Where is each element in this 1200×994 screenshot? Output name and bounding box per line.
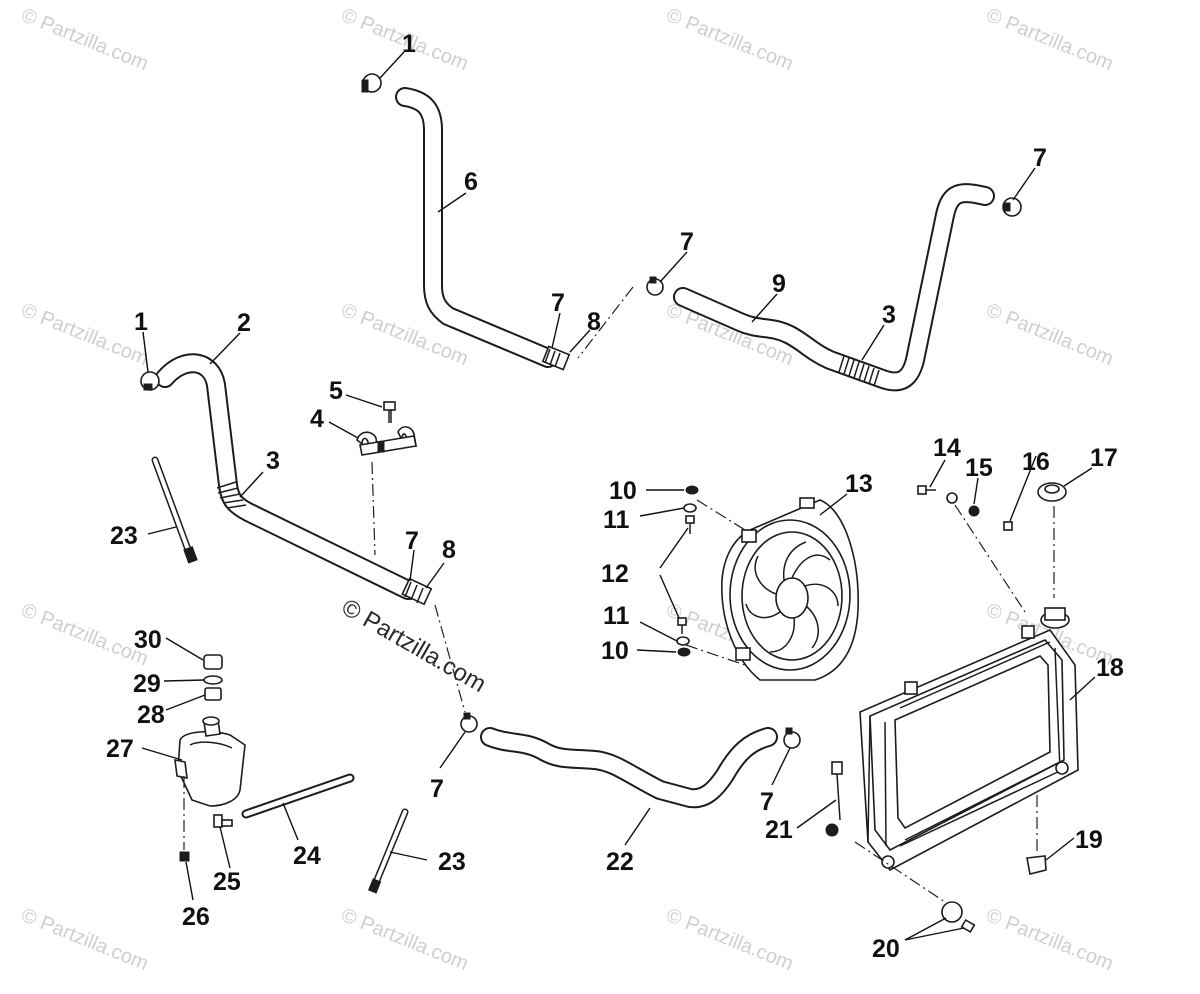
part-label-10: 10: [601, 637, 629, 665]
fan-assembly-13: [721, 497, 859, 681]
part-label-9: 9: [772, 270, 786, 298]
clamp-1-top: [361, 73, 382, 93]
clamp-7: [1002, 197, 1022, 217]
hose-22: [480, 727, 778, 809]
part-label-7: 7: [680, 228, 694, 256]
watermark: © Partzilla.com: [18, 599, 151, 670]
corrugated-section: [216, 481, 247, 509]
part-label-17: 17: [1090, 444, 1118, 472]
clamp-7: [783, 727, 801, 749]
reservoir-cap-30: [203, 654, 223, 670]
part-label-18: 18: [1096, 654, 1124, 682]
part-label-3: 3: [882, 301, 896, 329]
part-label-29: 29: [133, 670, 161, 698]
part-label-4: 4: [310, 405, 324, 433]
part-label-30: 30: [134, 626, 162, 654]
hose-6: [395, 87, 571, 371]
watermark: © Partzilla.com: [663, 904, 796, 975]
hose-9: [673, 183, 995, 392]
watermark: © Partzilla.com: [663, 4, 796, 75]
corrugated-section: [838, 355, 880, 387]
part-label-2: 2: [237, 309, 251, 337]
watermark: © Partzilla.com: [338, 904, 471, 975]
part-label-3: 3: [266, 447, 280, 475]
clamp-1-left: [140, 371, 160, 391]
assembly-lines: [183, 286, 1055, 903]
watermark: © Partzilla.com: [18, 904, 151, 975]
fitting-25: [213, 814, 233, 828]
rod-23-left: [151, 456, 198, 564]
part-label-11: 11: [603, 602, 630, 630]
watermark: © Partzilla.com: [983, 4, 1116, 75]
leader-lines: [141, 51, 1096, 941]
part-label-5: 5: [329, 377, 343, 405]
part-label-7: 7: [1033, 144, 1047, 172]
radiator-cap-17: [1037, 482, 1067, 502]
part-label-27: 27: [106, 735, 134, 763]
part-label-10: 10: [609, 477, 637, 505]
part-label-28: 28: [137, 701, 165, 729]
clamp-7: [646, 276, 664, 296]
part-label-7: 7: [760, 788, 774, 816]
bracket-4: [356, 426, 417, 456]
hose-24: [241, 773, 355, 819]
radiator-18: [859, 607, 1079, 872]
watermark: © Partzilla.com: [18, 4, 151, 75]
part-label-24: 24: [293, 842, 321, 870]
watermark: © Partzilla.com: [983, 299, 1116, 370]
part-label-21: 21: [765, 816, 793, 844]
hose-2: [155, 353, 433, 606]
part-label-23: 23: [438, 848, 466, 876]
part-label-7: 7: [430, 775, 444, 803]
fitting-28: [204, 687, 222, 701]
part-label-13: 13: [845, 470, 873, 498]
clamp-7: [460, 712, 478, 733]
part-label-19: 19: [1075, 826, 1103, 854]
watermark: © Partzilla.com: [18, 299, 151, 370]
reservoir-27: [174, 716, 246, 807]
part-label-7: 7: [551, 289, 565, 317]
drain-plug-19: [1026, 855, 1047, 875]
sensor-21: [825, 761, 843, 837]
part-label-20: 20: [872, 935, 900, 963]
part-label-25: 25: [213, 868, 241, 896]
small-hardware-14-16: [917, 485, 1013, 531]
part-label-26: 26: [182, 903, 210, 931]
center-watermark: © Partzilla.com: [337, 594, 491, 698]
part-number-labels: 1 6 7 7 9 3 7 8 1 2 5 4 3 23 7 8 10 11 1…: [106, 30, 1124, 963]
part-label-1: 1: [402, 30, 416, 58]
bolt-20: [941, 901, 976, 934]
bolt-5: [383, 401, 396, 423]
fan-fasteners: [676, 485, 699, 657]
part-label-23: 23: [110, 522, 138, 550]
part-label-1: 1: [134, 308, 148, 336]
rod-23-bottom: [368, 808, 409, 894]
gasket-29: [203, 675, 223, 685]
watermark: © Partzilla.com: [983, 904, 1116, 975]
part-label-16: 16: [1022, 448, 1050, 476]
part-label-6: 6: [464, 168, 478, 196]
part-label-8: 8: [442, 536, 456, 564]
part-label-7: 7: [405, 527, 419, 555]
part-label-8: 8: [587, 308, 601, 336]
part-label-14: 14: [933, 434, 961, 462]
part-label-15: 15: [965, 454, 993, 482]
part-label-11: 11: [603, 506, 630, 534]
screw-26: [179, 851, 190, 862]
part-label-22: 22: [606, 848, 634, 876]
part-label-12: 12: [601, 560, 629, 588]
